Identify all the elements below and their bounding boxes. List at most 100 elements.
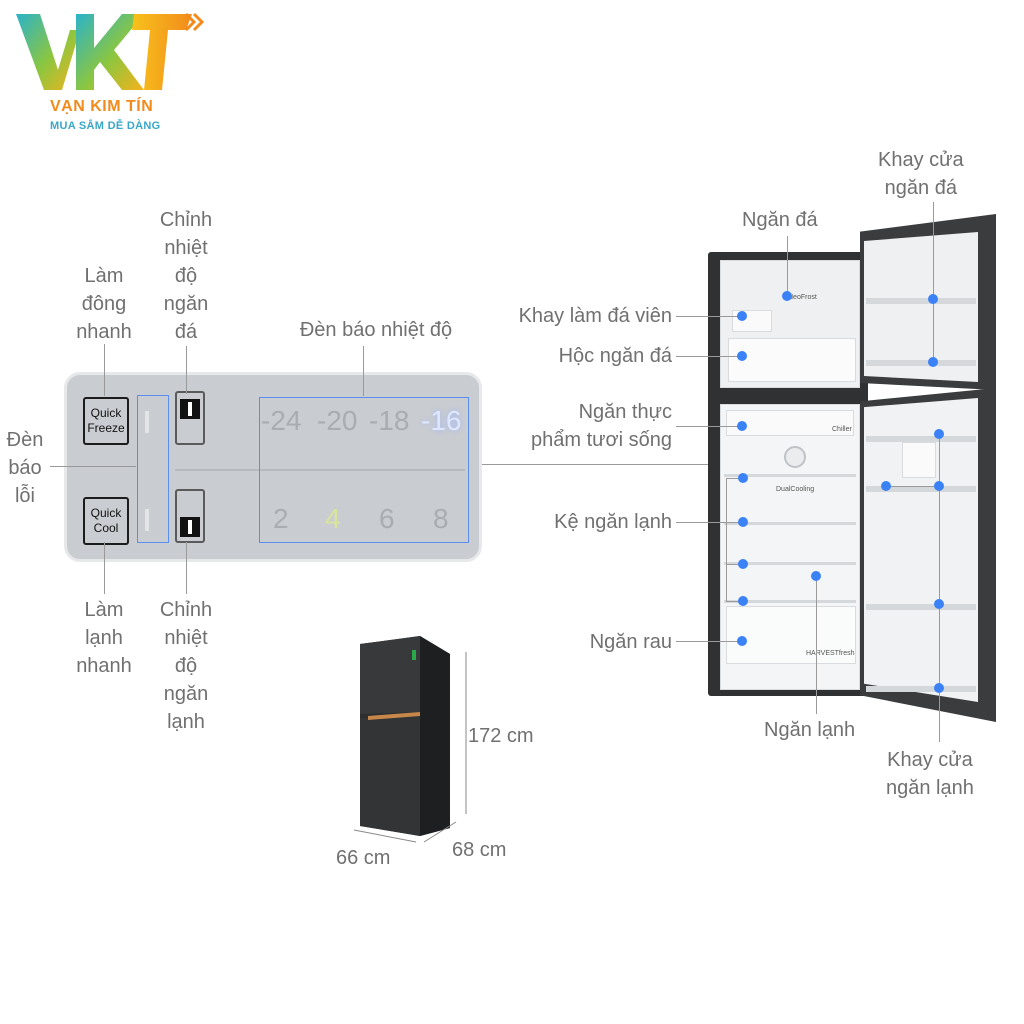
error-light-area [137,395,169,543]
depth-dimension: 68 cm [452,839,507,861]
fresh-food-leader [676,426,742,427]
fridge-temp-adjust-button[interactable] [175,489,205,543]
fridge-temp-option: 2 [273,503,289,534]
quick-cool-button[interactable]: Quick Cool [83,497,129,545]
fridge-door-tray-marker [934,599,944,609]
fridge-adjust-leader [186,542,187,594]
water-dispenser [902,442,936,478]
freezer-adjust-leader [186,346,187,394]
temp-indicator-area [259,397,469,543]
freezer-temp-option: -24 [261,405,302,436]
neofrost-print: NeoFrost [788,294,817,301]
chiller-print: Chiller [832,426,852,433]
freezer-leader [787,236,788,294]
fridge-caption: Ngăn lạnh [764,719,856,741]
brand-tagline: MUA SẮM DỄ DÀNG [50,120,161,132]
vegetable-caption: Ngăn rau [589,631,672,653]
temp-indicator-caption: Đèn báo nhiệt độ [299,319,453,341]
quick-cool-leader [104,542,105,594]
freezer-door-tray [866,360,976,366]
fridge-door-tray-caption: Khay cửa ngăn lạnh [886,749,974,799]
fresh-food-marker [737,421,747,431]
error-light-indicator [145,509,149,531]
fridge-shelf-marker [738,473,748,483]
fridge-shelf-tick [726,601,742,602]
fridge-adjust-caption: Chỉnh nhiệt độ ngăn lạnh [159,599,213,733]
fridge-shelf-marker [738,559,748,569]
fridge-door-tray [866,604,976,610]
dual-cooling-print: DualCooling [776,486,815,493]
height-dimension: 172 cm [468,725,534,747]
freezer-caption: Ngăn đá [742,209,818,231]
freezer-adjust-caption: Chỉnh nhiệt độ ngăn đá [159,209,213,343]
freezer-door-tray-leader [933,202,934,362]
fridge-shelf [724,600,856,603]
fridge-door-tray [866,686,976,692]
freezer-door-inner [864,232,978,382]
fridge-shelf-tick [726,564,742,565]
freezer-drawer-marker [737,351,747,361]
fridge-door-tray-marker [934,481,944,491]
fridge-shelf-marker [738,517,748,527]
ice-tray-caption: Khay làm đá viên [518,305,672,327]
freezer-drawer-leader [676,356,742,357]
quick-cool-label-1: Quick [90,506,122,520]
freezer-door-tray-marker [928,357,938,367]
fridge-shelf-tick [726,478,742,479]
quick-cool-label-2: Cool [93,521,119,535]
quick-freeze-button[interactable]: Quick Freeze [83,397,129,445]
fridge-door-tray-branch [886,486,940,487]
ice-tray-leader [676,316,742,317]
freezer-temp-adjust-button[interactable] [175,391,205,445]
temp-indicator-leader [363,346,364,396]
panel-to-fridge-leader [482,464,726,465]
quick-freeze-leader [104,344,105,396]
vegetable-drawer [726,606,856,664]
freezer-door-tray-marker [928,294,938,304]
fresh-food-caption: Ngăn thực phẩm tươi sống [530,401,672,451]
control-panel: Quick Freeze Quick Cool -24 -20 -18 -16 … [64,372,482,562]
brand-logo: VẠN KIM TÍN MUA SẮM DỄ DÀNG [14,10,204,140]
freezer-drawer [728,338,856,382]
freezer-temp-active: -16 [421,405,462,436]
error-light-indicator [145,411,149,433]
fan-icon [784,446,806,468]
fresh-food-drawer [726,410,854,436]
fridge-shelf-tick [726,522,742,523]
error-light-caption: Đèn báo lỗi [6,429,44,507]
fridge-shelf [724,522,856,525]
fridge-marker [811,571,821,581]
freezer-door-tray-caption: Khay cửa ngăn đá [878,149,964,199]
fridge-door-tray [866,486,976,492]
freezer-temp-option: -20 [317,405,358,436]
vegetable-leader [676,641,742,642]
quick-freeze-caption: Làm đông nhanh [76,265,132,343]
freezer-door-tray [866,298,976,304]
fridge-door-tray-marker [934,683,944,693]
fridge-shelf-marker [738,596,748,606]
fridge-door-tray [866,436,976,442]
fridge-door-tray-leader [939,434,940,742]
brand-name: VẠN KIM TÍN [50,98,154,115]
vkt-logo-icon [16,12,204,90]
fridge-temp-option: 6 [379,503,395,534]
fridge-temp-active: 4 [325,503,341,534]
fridge-shelf-caption: Kệ ngăn lạnh [554,511,672,533]
harvest-fresh-print: HARVESTfresh [806,650,855,657]
fridge-temp-option: 8 [433,503,449,534]
fridge-door-tray-marker [934,429,944,439]
quick-freeze-label-1: Quick [90,406,122,420]
fridge-shelf [724,562,856,565]
quick-freeze-label-2: Freeze [87,421,125,435]
freezer-temp-option: -18 [369,405,410,436]
freezer-marker [782,291,792,301]
refrigerator-illustration: NeoFrost Chiller DualCooling HARVESTfres… [700,210,1000,730]
fridge-leader [816,576,817,714]
freezer-drawer-caption: Hộc ngăn đá [558,345,672,367]
fridge-shelf-bracket [726,478,727,602]
width-dimension: 66 cm [336,847,391,869]
panel-divider [175,469,465,471]
fridge-shelf-leader [676,522,726,523]
fridge-door-tray-marker [881,481,891,491]
quick-cool-caption: Làm lạnh nhanh [76,599,132,677]
